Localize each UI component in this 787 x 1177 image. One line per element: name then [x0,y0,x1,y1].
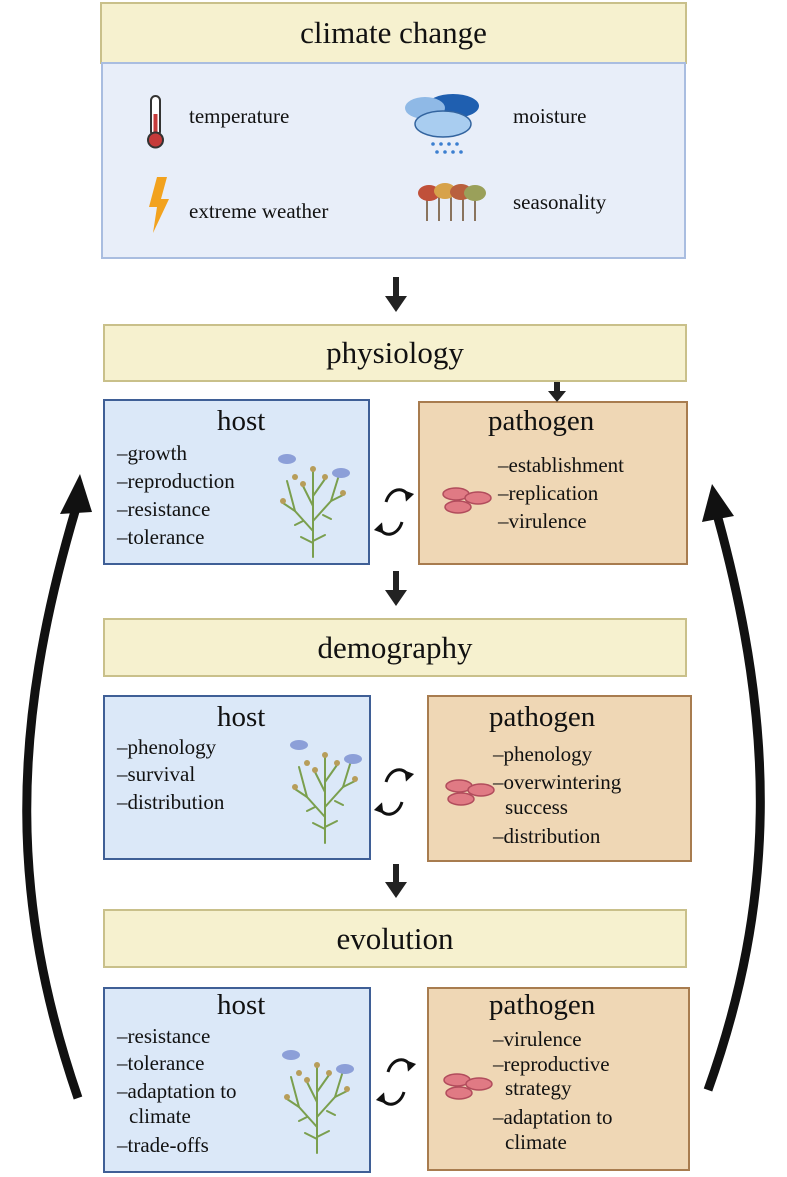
host-item: –distribution [117,790,225,814]
climate-factors-panel: temperature moisture extreme weather sea… [101,62,686,259]
host-item: –tolerance [117,525,205,549]
physiology-host-panel: host –growth –reproduction –resistance –… [103,399,370,565]
pathogen-item: success [505,795,568,819]
thermometer-icon [147,95,164,149]
down-arrow [385,277,407,312]
physiology-band: physiology [103,324,687,382]
cycle-arrows-icon [375,1058,417,1106]
physiology-pathogen-panel: pathogen –establishment –replication –vi… [418,401,688,565]
climate-change-title-band: climate change [100,2,687,64]
pathogen-title: pathogen [489,701,596,733]
host-item: –tolerance [117,1051,205,1075]
evolution-title: evolution [336,920,454,956]
pathogen-title: pathogen [488,405,595,437]
flax-plant-icon [282,1050,354,1154]
demography-title: demography [317,629,473,665]
pathogen-item: –reproductive [493,1052,610,1076]
extreme-weather-label: extreme weather [189,199,329,223]
pathogen-item: strategy [505,1076,572,1100]
pathogen-cells-icon [443,1073,493,1100]
pathogen-item: –establishment [498,453,624,477]
host-title: host [217,405,266,437]
host-item: –reproduction [117,469,235,493]
pathogen-item: –virulence [498,509,587,533]
pathogen-item: –distribution [493,824,601,848]
down-arrow [548,382,566,402]
pathogen-item: –virulence [493,1027,582,1051]
pathogen-item: –replication [498,481,599,505]
pathogen-item: climate [505,1130,567,1154]
host-item: climate [129,1104,191,1128]
down-arrow [385,571,407,606]
pathogen-item: –phenology [493,742,593,766]
down-arrow [385,864,407,898]
pathogen-cells-icon [442,487,492,514]
host-item: –adaptation to [117,1079,237,1103]
host-item: –phenology [117,735,217,759]
moisture-label: moisture [513,104,587,128]
cycle-arrows-icon [373,768,415,816]
host-item: –survival [117,762,196,786]
pathogen-item: –overwintering [493,770,622,794]
host-item: –trade-offs [117,1133,209,1157]
evolution-host-panel: host –resistance –tolerance –adaptation … [103,987,371,1173]
demography-host-panel: host –phenology –survival –distribution [103,695,371,860]
left-feedback-arrow [22,474,92,1100]
rain-cloud-icon [405,94,479,154]
evolution-band: evolution [103,909,687,968]
demography-pathogen-panel: pathogen –phenology –overwintering succe… [427,695,692,862]
pathogen-title: pathogen [489,989,596,1021]
cycle-arrows-icon [373,488,415,536]
climate-change-title: climate change [300,15,487,50]
host-title: host [217,701,266,733]
lightning-icon [149,177,169,233]
seasonality-label: seasonality [513,190,607,214]
host-item: –resistance [117,1024,211,1048]
right-feedback-arrow [702,484,765,1092]
host-title: host [217,989,266,1021]
flax-plant-icon [290,740,362,844]
pathogen-cells-icon [445,779,495,806]
evolution-pathogen-panel: pathogen –virulence –reproductive strate… [427,987,690,1171]
physiology-title: physiology [326,335,464,370]
host-item: –resistance [117,497,211,521]
trees-icon [418,183,486,221]
flax-plant-icon [278,454,350,558]
temperature-label: temperature [189,104,290,128]
host-item: –growth [117,441,187,465]
demography-band: demography [103,618,687,677]
pathogen-item: –adaptation to [493,1105,613,1129]
